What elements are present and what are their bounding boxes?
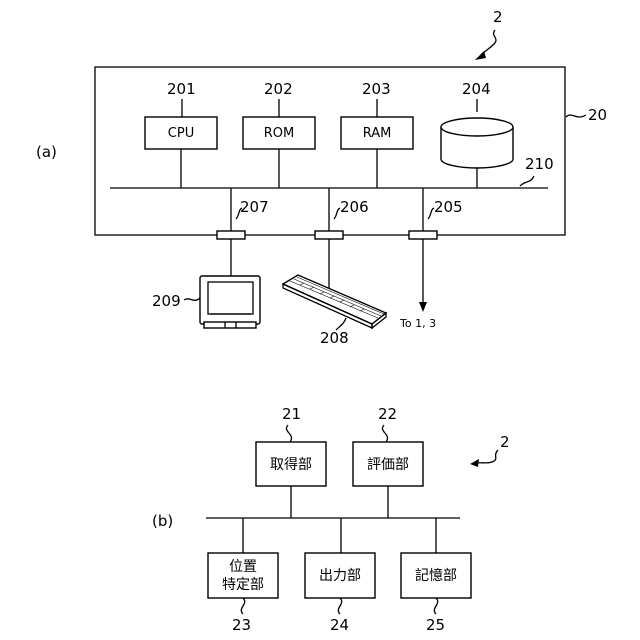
frame-ref: 20	[588, 106, 607, 124]
rom-label: ROM	[264, 126, 294, 141]
panel-b-system-ref: 2	[500, 433, 510, 451]
position-unit-label-line2: 特定部	[222, 577, 264, 593]
ram-label: RAM	[363, 126, 392, 141]
port-206	[315, 231, 343, 239]
unit-21-ref: 21	[282, 405, 301, 423]
port-205-ref: 205	[434, 198, 463, 216]
output-unit-label: 出力部	[319, 568, 361, 584]
port-207	[217, 231, 245, 239]
storage-ref: 204	[462, 80, 491, 98]
frame-leader	[566, 115, 586, 117]
monitor-leader	[184, 298, 200, 300]
unit-24-leader	[338, 598, 341, 614]
cpu-label: CPU	[168, 126, 194, 141]
evaluation-unit-label: 評価部	[367, 457, 409, 473]
unit-23-ref: 23	[232, 616, 251, 634]
external-label: To 1, 3	[399, 317, 436, 330]
unit-22-ref: 22	[378, 405, 397, 423]
panel-a-system-ref: 2	[493, 8, 503, 26]
external-arrow-icon	[419, 302, 427, 312]
ram-ref: 203	[362, 80, 391, 98]
position-unit-label-line1: 位置	[229, 559, 257, 575]
storage-cylinder-icon	[441, 118, 513, 168]
unit-25-ref: 25	[426, 616, 445, 634]
storage-unit-label: 記憶部	[415, 567, 457, 584]
port-207-ref: 207	[240, 198, 269, 216]
unit-24-ref: 24	[330, 616, 349, 634]
panel-a-label: (a)	[36, 143, 57, 161]
cpu-ref: 201	[167, 80, 196, 98]
unit-25-leader	[434, 598, 437, 614]
panel-b-system-arrow	[470, 450, 498, 467]
rom-ref: 202	[264, 80, 293, 98]
keyboard-icon	[283, 275, 386, 328]
monitor-icon	[200, 276, 260, 328]
bus-leader	[520, 176, 534, 186]
unit-22-leader	[382, 425, 387, 442]
keyboard-ref: 208	[320, 329, 349, 347]
panel-a-system-arrow	[475, 30, 496, 60]
port-206-ref: 206	[340, 198, 369, 216]
unit-23-leader	[241, 598, 244, 614]
port-205	[409, 231, 437, 239]
unit-21-leader	[286, 425, 291, 442]
panel-b-label: (b)	[152, 512, 173, 530]
monitor-ref: 209	[152, 292, 181, 310]
bus-ref: 210	[525, 155, 554, 173]
acquisition-unit-label: 取得部	[270, 456, 312, 473]
